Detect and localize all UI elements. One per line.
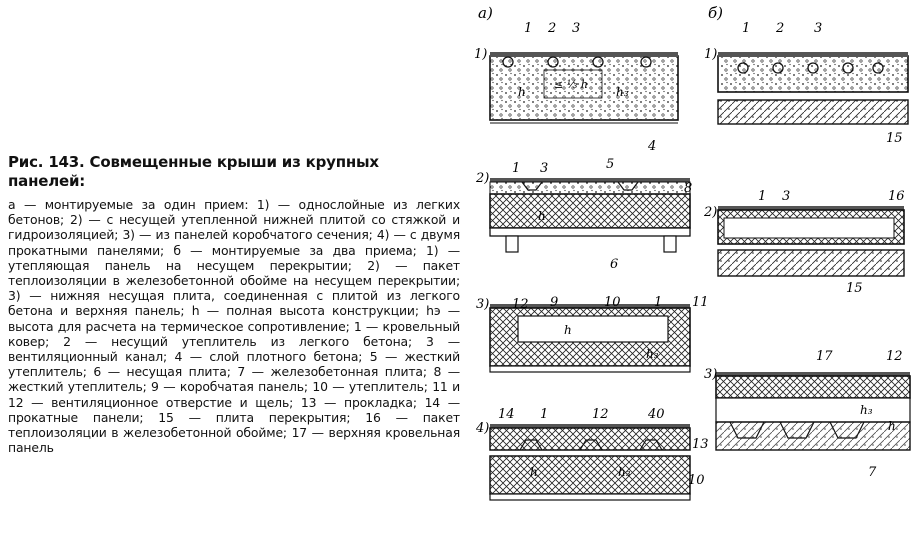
figure-caption: Рис. 143. Совмещенные крыши из крупных п…	[8, 153, 460, 455]
label-row-4-a: 4)	[475, 421, 489, 436]
label-n15-b1: 15	[886, 131, 903, 146]
label-n10-a3: 10	[604, 295, 621, 310]
label-n1-b1: 1	[742, 21, 750, 36]
label-h-a1: h	[518, 85, 526, 99]
label-row-1-a: 1)	[474, 47, 487, 62]
label-n9: 9	[550, 295, 558, 310]
label-n1-a1: 1	[524, 21, 532, 36]
label-h3-b3: h₃	[860, 403, 873, 417]
label-n12-a3: 12	[512, 297, 529, 312]
caption-legend: а — монтируемые за один прием: 1) — одно…	[8, 197, 460, 456]
label-n6: 6	[610, 257, 618, 272]
label-row-3-a: 3)	[476, 297, 489, 312]
diagram-b1	[717, 52, 909, 125]
label-n15-b2: 15	[846, 281, 863, 296]
label-n3-a1: 3	[572, 21, 580, 36]
label-h3-a4: h₃	[618, 465, 631, 479]
label-row-2-b: 2)	[703, 205, 717, 220]
label-h-a3: h	[564, 323, 572, 337]
label-n2-a1: 2	[547, 21, 556, 36]
label-n7: 7	[868, 465, 877, 480]
label-n8: 8	[684, 181, 692, 196]
label-h3-a1: h₃	[616, 85, 629, 99]
label-row-3-b: 3)	[704, 367, 717, 382]
diagram-a3	[489, 304, 691, 373]
label-hfrac: ≤ ⅓ h	[554, 78, 588, 91]
label-row-2-a: 2)	[475, 171, 489, 186]
caption-title: Рис. 143. Совмещенные крыши из крупных п…	[8, 153, 379, 190]
label-n13: 13	[692, 437, 709, 452]
label-n1-a3: 1	[654, 295, 662, 310]
label-n4: 4	[647, 139, 656, 154]
label-h-a4: h	[530, 465, 538, 479]
diagram-a2	[489, 178, 691, 253]
label-n3-b1: 3	[814, 21, 822, 36]
label-n3-b2: 3	[782, 189, 790, 204]
label-n40: 40	[647, 407, 665, 422]
label-n14: 14	[498, 407, 515, 422]
diagram-a4	[489, 424, 691, 501]
label-b: б)	[708, 4, 723, 22]
label-n2-b1: 2	[775, 21, 784, 36]
label-h-a2: h	[538, 209, 546, 223]
label-a: а)	[478, 4, 493, 22]
label-h-b3: h	[888, 419, 896, 433]
label-n17: 17	[816, 349, 833, 364]
roof-panels-figure: а) 1) 1 2 3 ≤ ⅓ h h h₃ 4 б) 1) 1 2 3 15 …	[468, 0, 921, 530]
label-row-1-b: 1)	[704, 47, 717, 62]
label-n11: 11	[692, 295, 709, 310]
label-n5: 5	[606, 157, 614, 172]
label-n1-a4: 1	[540, 407, 548, 422]
diagram-b2	[717, 206, 905, 277]
diagram-b3	[715, 372, 911, 451]
label-h3-a3: h₃	[646, 347, 659, 361]
label-n10-a4: 10	[688, 473, 705, 488]
label-n12-a4: 12	[592, 407, 609, 422]
label-n1-b2: 1	[758, 189, 766, 204]
diagram-a1	[489, 52, 679, 124]
label-n12-b3: 12	[886, 349, 903, 364]
label-n16: 16	[888, 189, 905, 204]
label-n1-a2: 1	[512, 161, 520, 176]
label-n3-a2: 3	[540, 161, 548, 176]
